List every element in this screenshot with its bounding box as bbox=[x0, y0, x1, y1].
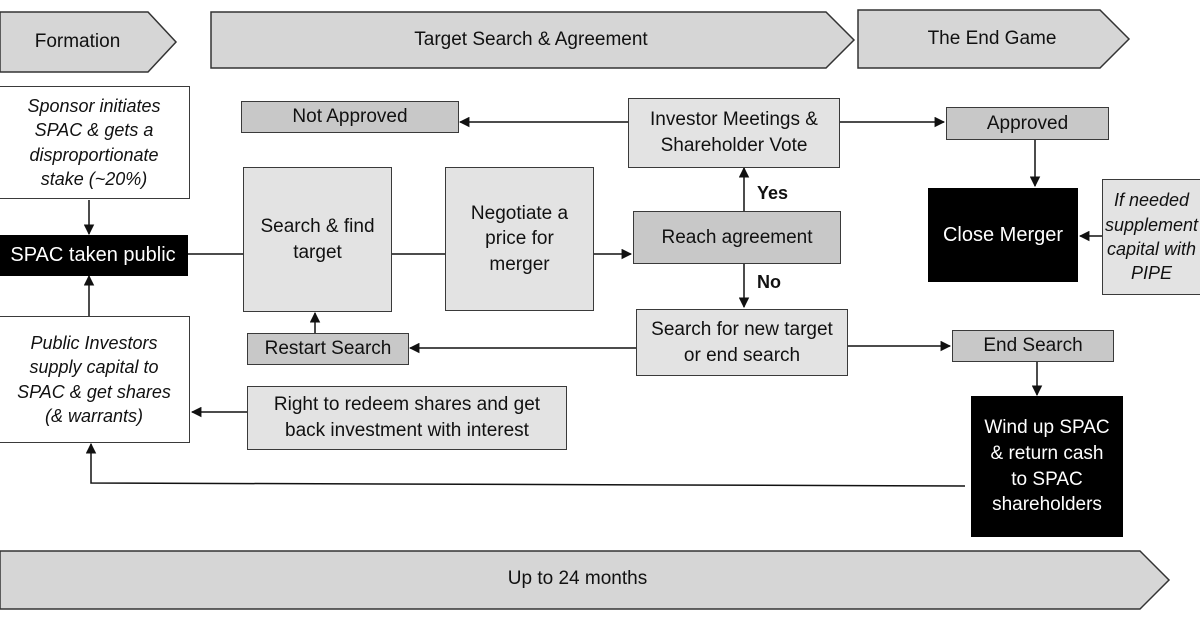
search-new-target-box: Search for new target or end search bbox=[636, 309, 848, 376]
end-game-label: The End Game bbox=[927, 28, 1057, 49]
approved-box: Approved bbox=[946, 107, 1109, 140]
target-search-label: Target Search & Agreement bbox=[414, 29, 648, 50]
target-search-chevron bbox=[210, 11, 856, 69]
no-label: No bbox=[757, 272, 781, 292]
restart-search-box: Restart Search bbox=[247, 333, 409, 365]
negotiate-price-box: Negotiate a price for merger bbox=[445, 167, 594, 311]
investor-meetings-box: Investor Meetings & Shareholder Vote bbox=[628, 98, 840, 168]
close-merger-box: Close Merger bbox=[928, 188, 1078, 282]
public-investors-box: Public Investors supply capital to SPAC … bbox=[0, 316, 190, 443]
formation-label: Formation bbox=[34, 31, 121, 52]
arrow-wind-up-to-investors bbox=[85, 442, 966, 487]
redeem-shares-box: Right to redeem shares and get back inve… bbox=[247, 386, 567, 450]
reach-agreement-box: Reach agreement bbox=[633, 211, 841, 264]
end-search-box: End Search bbox=[952, 330, 1114, 362]
wind-up-spac-box: Wind up SPAC & return cash to SPAC share… bbox=[971, 396, 1123, 537]
search-find-target-box: Search & find target bbox=[243, 167, 392, 312]
timeline-chevron bbox=[0, 550, 1171, 610]
yes-label: Yes bbox=[757, 183, 789, 203]
timeline-label: Up to 24 months bbox=[507, 568, 648, 589]
sponsor-initiates-box: Sponsor initiates SPAC & gets a dispropo… bbox=[0, 86, 190, 199]
end-game-chevron bbox=[857, 9, 1131, 69]
not-approved-box: Not Approved bbox=[241, 101, 459, 133]
pipe-supplement-box: If needed supplement capital with PIPE bbox=[1102, 179, 1200, 295]
spac-taken-public-box: SPAC taken public bbox=[0, 235, 188, 276]
formation-chevron bbox=[0, 11, 178, 73]
